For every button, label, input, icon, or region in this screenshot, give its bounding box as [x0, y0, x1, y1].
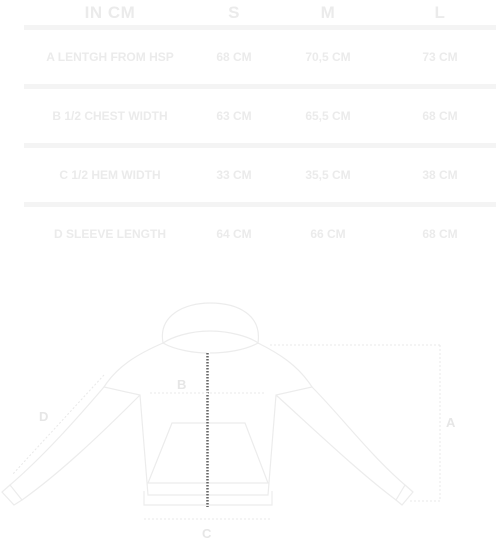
- value-s: 64 CM: [216, 227, 252, 241]
- table-row: D SLEEVE LENGTH 64 CM 66 CM 68 CM: [24, 207, 496, 261]
- value-l: 68 CM: [422, 227, 458, 241]
- label-c: C: [202, 526, 212, 541]
- header-unit: IN CM: [84, 2, 136, 22]
- table-row: C 1/2 HEM WIDTH 33 CM 35,5 CM 38 CM: [24, 148, 496, 202]
- size-chart-table: IN CM S M L A LENTGH FROM HSP 68 CM 70,5…: [24, 0, 496, 261]
- table-row: A LENTGH FROM HSP 68 CM 70,5 CM 73 CM: [24, 30, 496, 84]
- measure-label: A LENTGH FROM HSP: [46, 50, 174, 64]
- label-b: B: [177, 377, 187, 392]
- hoodie-measurement-diagram: A B C D: [0, 295, 496, 542]
- label-a: A: [446, 415, 456, 430]
- measure-label: B 1/2 CHEST WIDTH: [52, 109, 168, 123]
- row-divider: [24, 25, 496, 30]
- row-divider: [24, 202, 496, 207]
- label-d: D: [39, 409, 49, 424]
- value-s: 33 CM: [216, 168, 252, 182]
- value-s: 63 CM: [216, 109, 252, 123]
- measure-label: C 1/2 HEM WIDTH: [59, 168, 161, 182]
- hoodie-outline-icon: [1, 302, 441, 520]
- row-divider: [24, 84, 496, 89]
- header-size-s: S: [228, 2, 240, 22]
- header-size-m: M: [320, 2, 336, 22]
- measure-label: D SLEEVE LENGTH: [53, 227, 166, 241]
- value-s: 68 CM: [216, 50, 252, 64]
- header-size-l: L: [434, 2, 446, 22]
- value-m: 66 CM: [310, 227, 346, 241]
- table-row: B 1/2 CHEST WIDTH 63 CM 65,5 CM 68 CM: [24, 89, 496, 143]
- value-m: 65,5 CM: [305, 109, 351, 123]
- value-l: 68 CM: [422, 109, 458, 123]
- value-m: 70,5 CM: [305, 50, 351, 64]
- table-header-row: IN CM S M L: [24, 0, 496, 25]
- value-m: 35,5 CM: [305, 168, 351, 182]
- row-divider: [24, 143, 496, 148]
- value-l: 73 CM: [422, 50, 458, 64]
- value-l: 38 CM: [422, 168, 458, 182]
